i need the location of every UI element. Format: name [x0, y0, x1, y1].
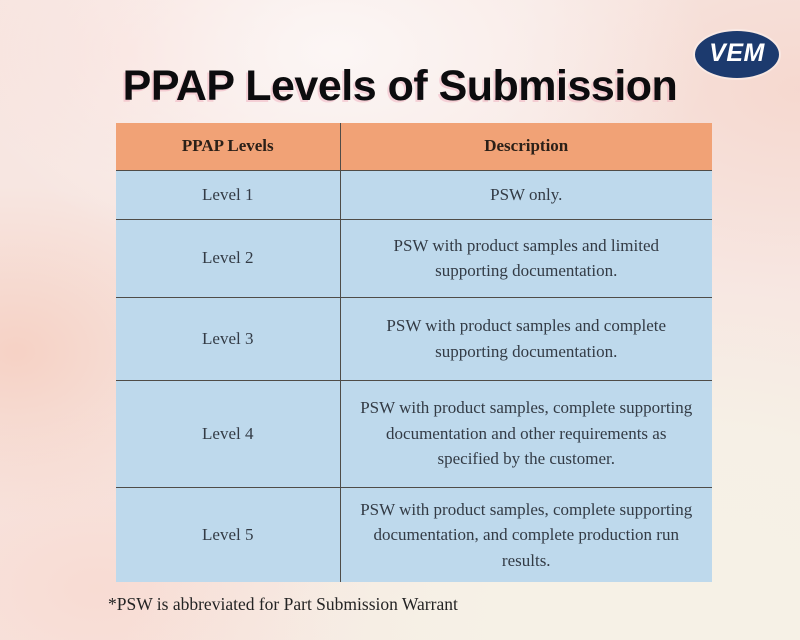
table-row-level-2: Level 2 PSW with product samples and lim…	[115, 218, 713, 298]
description-cell: PSW with product samples, complete suppo…	[339, 486, 713, 583]
table-row-level-1: Level 1 PSW only.	[115, 169, 713, 220]
level-cell: Level 5	[115, 486, 341, 583]
page-title: PPAP Levels of Submission	[122, 62, 678, 110]
table-row-level-4: Level 4 PSW with product samples, comple…	[115, 379, 713, 488]
table-row-level-3: Level 3 PSW with product samples and com…	[115, 296, 713, 381]
table-header-row: PPAP Levels Description	[115, 122, 713, 171]
level-cell: Level 1	[115, 169, 341, 220]
table-row-level-5: Level 5 PSW with product samples, comple…	[115, 486, 713, 583]
level-cell: Level 2	[115, 218, 341, 298]
level-cell: Level 4	[115, 379, 341, 488]
description-cell: PSW with product samples, complete suppo…	[339, 379, 713, 488]
description-cell: PSW with product samples and limited sup…	[339, 218, 713, 298]
column-header-description: Description	[339, 122, 713, 171]
description-cell: PSW only.	[339, 169, 713, 220]
column-header-ppap-levels: PPAP Levels	[115, 122, 341, 171]
vem-logo: VEM	[695, 31, 779, 78]
description-cell: PSW with product samples and complete su…	[339, 296, 713, 381]
footnote: *PSW is abbreviated for Part Submission …	[108, 594, 458, 614]
level-cell: Level 3	[115, 296, 341, 381]
ppap-table: PPAP Levels Description Level 1 PSW only…	[115, 122, 713, 583]
vem-logo-text: VEM	[709, 39, 765, 67]
